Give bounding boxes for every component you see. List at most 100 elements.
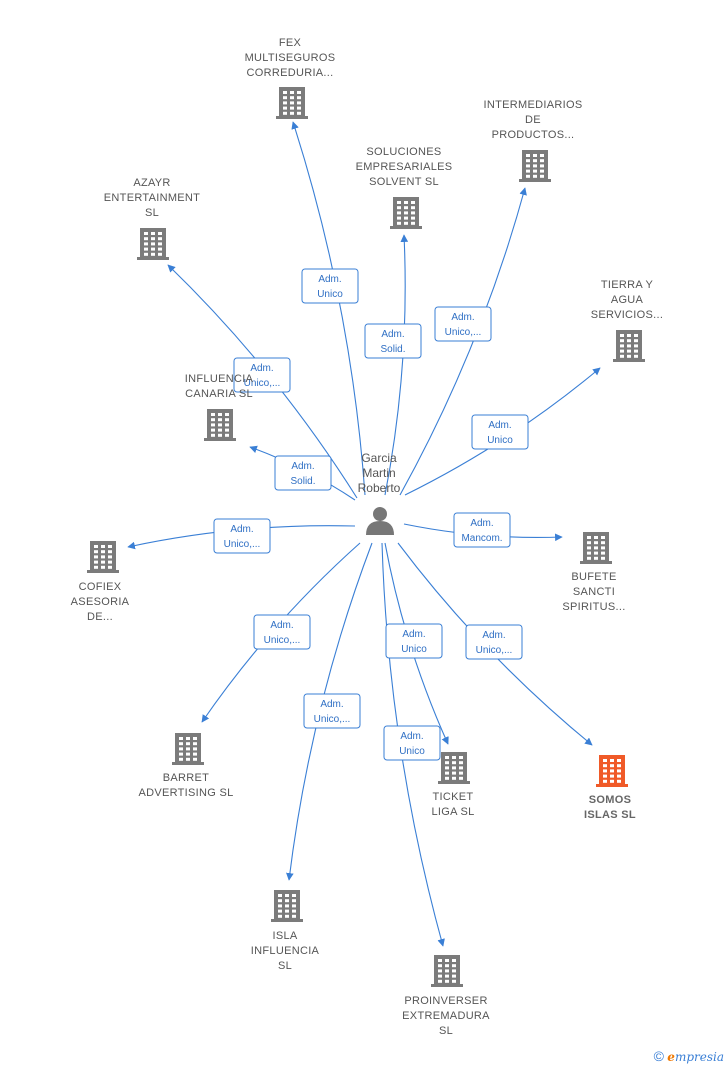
relation-label-azayr[interactable]: Adm. Unico,... [233, 357, 291, 393]
relation-label-isla[interactable]: Adm.Unico,... [303, 693, 361, 729]
relation-label-influencia[interactable]: Adm.Solid. [274, 455, 332, 491]
company-node-azayr[interactable]: AZAYR ENTERTAINMENT SL [104, 177, 200, 260]
company-name-line: DE... [87, 611, 113, 623]
company-name-line: INFLUENCIA [251, 945, 320, 957]
company-name-line: INTERMEDIARIOS [484, 99, 583, 111]
relation-text: Adm. [270, 620, 293, 631]
company-name-line: FEX [279, 37, 302, 49]
relation-label-ticket[interactable]: Adm.Unico [385, 623, 443, 659]
company-name-line: PROINVERSER [404, 995, 487, 1007]
copyright-icon: © [653, 1048, 664, 1064]
relation-text: Mancom. [461, 533, 502, 544]
company-name-line: ASESORIA [71, 596, 130, 608]
company-name-line: MULTISEGUROS [245, 52, 336, 64]
company-name-line: EXTREMADURA [402, 1010, 490, 1022]
relation-label-intermediarios[interactable]: Adm.Unico,... [434, 306, 492, 342]
building-icon[interactable] [87, 541, 119, 573]
relation-label-proinverser[interactable]: Adm. Unico [383, 725, 441, 761]
company-name-line: SL [145, 207, 159, 219]
company-node-cofiex[interactable]: COFIEX ASESORIA DE... [71, 541, 130, 623]
company-node-tierra[interactable]: TIERRA Y AGUA SERVICIOS... [591, 279, 663, 362]
relation-label-fex[interactable]: Adm.Unico [301, 268, 359, 304]
company-name-line: INFLUENCIA [185, 373, 254, 385]
relation-text: Adm. [320, 699, 343, 710]
relation-text: Adm. [470, 518, 493, 529]
relation-box [364, 323, 422, 359]
company-name-line: ENTERTAINMENT [104, 192, 200, 204]
relation-text: Unico,... [476, 645, 513, 656]
relation-label-tierra[interactable]: Adm.Unico [471, 414, 529, 450]
building-icon[interactable] [390, 197, 422, 229]
company-name-line: BARRET [163, 772, 209, 784]
relation-text: Unico,... [244, 378, 281, 389]
relation-text: Unico,... [264, 635, 301, 646]
company-name-line: ISLAS SL [584, 809, 636, 821]
relation-text: Unico,... [445, 327, 482, 338]
building-icon[interactable] [271, 890, 303, 922]
relation-box [383, 725, 441, 761]
building-icon[interactable] [596, 755, 628, 787]
edge-to-fex [291, 121, 366, 496]
relation-label-bufete[interactable]: Adm. Mancom. [453, 512, 511, 548]
person-icon [366, 507, 394, 535]
relation-text: Adm. [250, 363, 273, 374]
relation-box [385, 623, 443, 659]
company-name-line: SOLVENT SL [369, 176, 439, 188]
relation-label-cofiex[interactable]: Adm. Unico,... [213, 518, 271, 554]
building-icon[interactable] [438, 752, 470, 784]
person-name-line: Roberto [358, 481, 401, 495]
building-icon[interactable] [276, 87, 308, 119]
building-icon[interactable] [172, 733, 204, 765]
company-name-line: AZAYR [133, 177, 170, 189]
relation-box [274, 455, 332, 491]
relation-label-soluciones[interactable]: Adm. Solid. [364, 323, 422, 359]
relation-text: Solid. [380, 344, 405, 355]
brand-footer[interactable]: © empresia [654, 1048, 724, 1064]
company-node-intermediarios[interactable]: INTERMEDIARIOSDEPRODUCTOS... [484, 99, 583, 182]
relation-box [465, 624, 523, 660]
company-name-line: ADVERTISING SL [138, 787, 233, 799]
company-node-fex[interactable]: FEXMULTISEGUROSCORREDURIA... [245, 37, 336, 119]
brand-logo-first: e [667, 1050, 675, 1064]
relation-text: Unico [487, 435, 513, 446]
building-icon[interactable] [431, 955, 463, 987]
relation-text: Unico [399, 746, 425, 757]
relation-text: Adm. [402, 629, 425, 640]
building-icon[interactable] [137, 228, 169, 260]
building-icon[interactable] [519, 150, 551, 182]
edges-layer [127, 121, 601, 947]
company-name-line: TIERRA Y [601, 279, 654, 291]
relation-box [301, 268, 359, 304]
company-name-line: SOLUCIONES [366, 146, 441, 158]
company-name-line: LIGA SL [431, 806, 474, 818]
relation-box [453, 512, 511, 548]
relation-text: Unico,... [224, 539, 261, 550]
company-name-line: SERVICIOS... [591, 309, 663, 321]
company-name-line: COFIEX [79, 581, 122, 593]
company-nodes-layer: FEXMULTISEGUROSCORREDURIA...INTERMEDIARI… [71, 37, 663, 1037]
relation-text: Adm. [381, 329, 404, 340]
building-icon[interactable] [204, 409, 236, 441]
relation-text: Adm. [318, 274, 341, 285]
company-name-line: AGUA [611, 294, 644, 306]
relation-text: Adm. [230, 524, 253, 535]
edge-to-soluciones [384, 234, 409, 496]
company-node-bufete[interactable]: BUFETESANCTISPIRITUS... [562, 532, 625, 613]
company-node-barret[interactable]: BARRET ADVERTISING SL [138, 733, 233, 799]
building-icon[interactable] [613, 330, 645, 362]
relation-label-somos[interactable]: Adm.Unico,... [465, 624, 523, 660]
relation-text: Adm. [400, 731, 423, 742]
relation-box [434, 306, 492, 342]
relation-text: Adm. [291, 461, 314, 472]
building-icon[interactable] [580, 532, 612, 564]
relation-label-barret[interactable]: Adm. Unico,... [253, 614, 311, 650]
